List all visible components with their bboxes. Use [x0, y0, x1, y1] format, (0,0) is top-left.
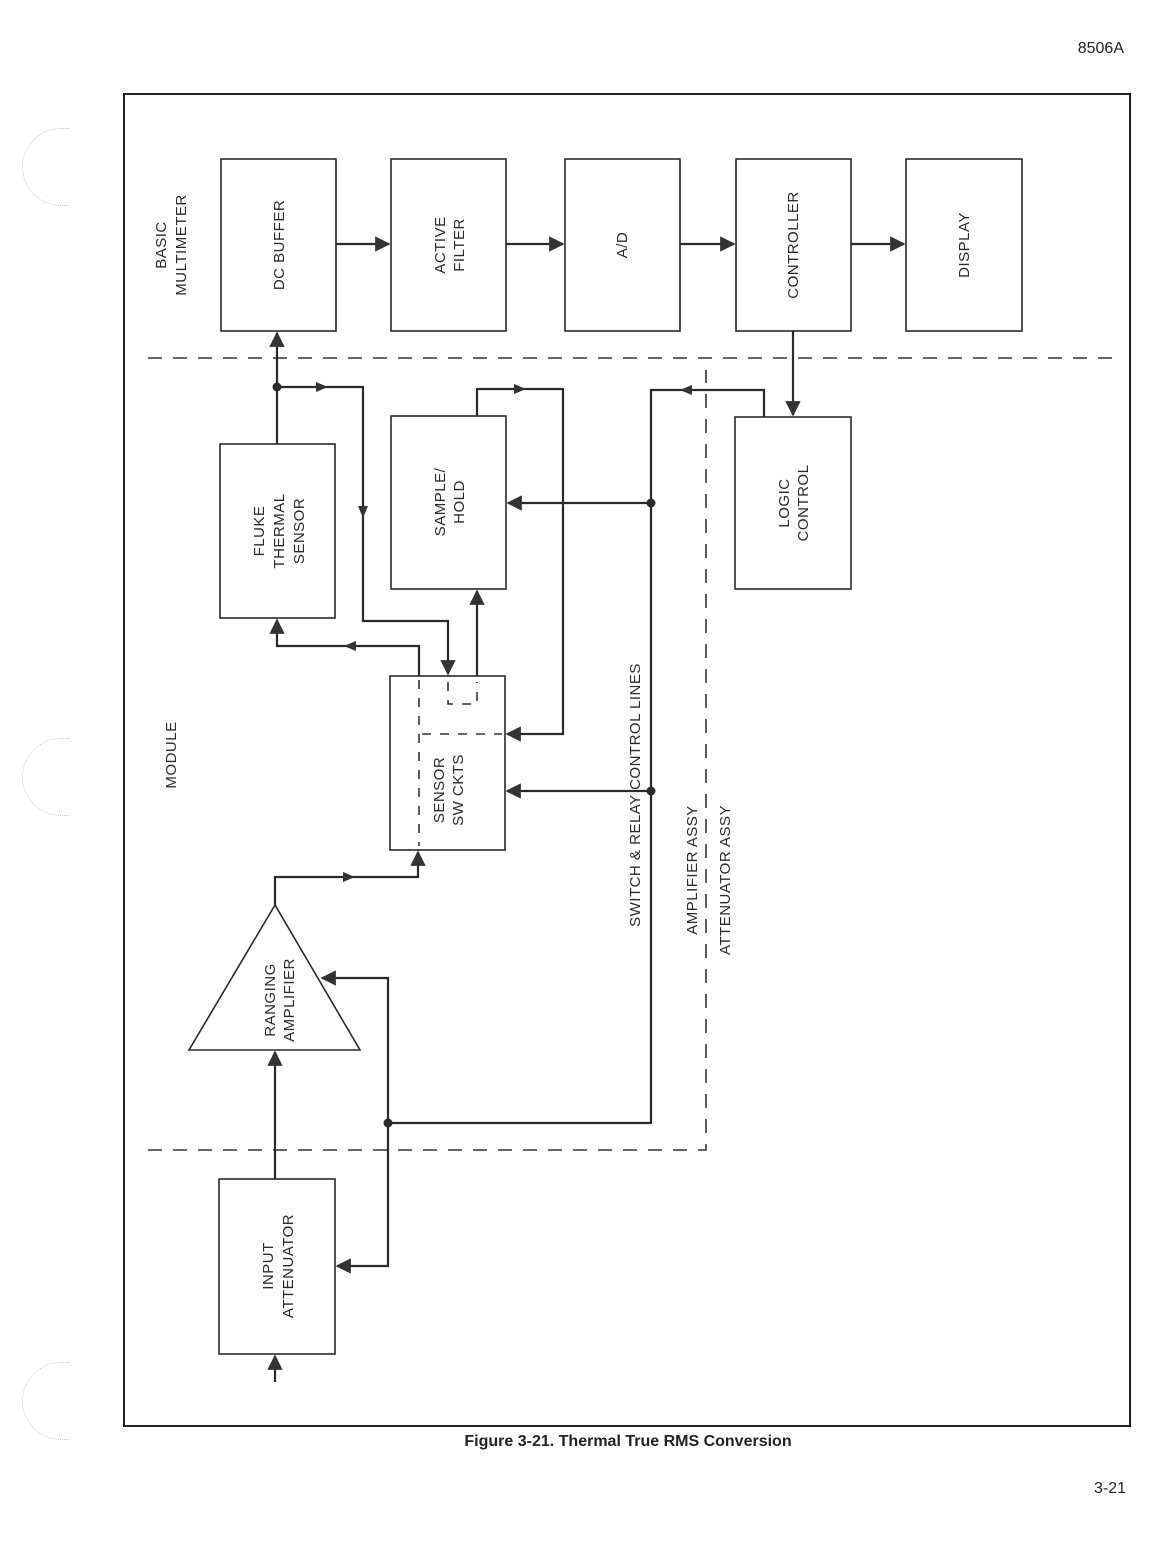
- sample-hold-block: SAMPLE/ HOLD: [390, 415, 507, 590]
- attenuator-assy-label: ATTENUATOR ASSY: [717, 805, 734, 955]
- ranging-amplifier-block: RANGING AMPLIFIER: [187, 903, 362, 1051]
- figure-caption: Figure 3-21. Thermal True RMS Conversion: [464, 1433, 792, 1450]
- controller-label: CONTROLLER: [785, 191, 802, 299]
- input-attenuator-block: INPUT ATTENUATOR: [218, 1178, 336, 1355]
- arrowhead: [344, 641, 356, 651]
- active-filter-label-2: FILTER: [451, 218, 468, 272]
- sample-hold-label-1: SAMPLE/: [432, 467, 449, 536]
- amplifier-attenuator-boundary: [148, 370, 707, 1151]
- sensor-sw-ckts-label-2: SW CKTS: [450, 754, 467, 826]
- document-model-number: 8506A: [1077, 40, 1124, 57]
- input-attenuator-label-1: INPUT: [260, 1242, 277, 1290]
- ranging-amplifier-label-1: RANGING: [262, 963, 279, 1037]
- sensor-sw-ckts-label-1: SENSOR: [431, 757, 448, 823]
- arrowhead: [343, 872, 355, 882]
- thermal-sensor-label-3: SENSOR: [291, 498, 308, 564]
- logic-control-block: LOGIC CONTROL: [734, 416, 852, 590]
- wire-samplehold-to-swckts: [475, 387, 565, 742]
- wire-bus-to-ranging-amp: [320, 970, 390, 1123]
- thermal-sensor-label-1: FLUKE: [251, 506, 268, 557]
- dc-buffer-block: DC BUFFER: [220, 158, 337, 332]
- module-label: MODULE: [163, 721, 180, 788]
- active-filter-block: ACTIVE FILTER: [390, 158, 507, 332]
- ad-converter-block: A/D: [564, 158, 681, 332]
- thermal-sensor-block: FLUKE THERMAL SENSOR: [219, 443, 336, 619]
- arrowhead: [514, 384, 526, 394]
- amplifier-assy-label: AMPLIFIER ASSY: [684, 805, 701, 935]
- dc-buffer-label: DC BUFFER: [271, 200, 288, 290]
- wire-swckts-to-sensor: [269, 618, 421, 676]
- wire-bus-to-attenuator: [335, 1123, 390, 1274]
- arrowhead: [358, 506, 368, 518]
- wire-sensor-to-swckts: [277, 385, 456, 676]
- thermal-sensor-label-2: THERMAL: [271, 493, 288, 568]
- arrowhead: [316, 382, 328, 392]
- basic-multimeter-label-2: MULTIMETER: [173, 194, 190, 295]
- controller-block: CONTROLLER: [735, 158, 852, 332]
- input-attenuator-label-2: ATTENUATOR: [280, 1214, 297, 1318]
- wire-control-bus: [388, 388, 766, 1125]
- control-lines-label: SWITCH & RELAY CONTROL LINES: [627, 663, 644, 927]
- sensor-sw-ckts-block: SENSOR SW CKTS: [389, 675, 506, 851]
- logic-control-label-2: CONTROL: [795, 465, 812, 542]
- display-block: DISPLAY: [905, 158, 1023, 332]
- basic-multimeter-label-1: BASIC: [153, 221, 170, 269]
- junction-node: [646, 786, 656, 796]
- junction-node: [646, 498, 656, 508]
- arrowhead: [680, 385, 692, 395]
- page-number: 3-21: [1093, 1480, 1126, 1497]
- ranging-amplifier-label-2: AMPLIFIER: [281, 958, 298, 1042]
- ad-label: A/D: [614, 232, 631, 259]
- figure-frame: [123, 93, 1131, 1427]
- logic-control-label-1: LOGIC: [776, 478, 793, 527]
- active-filter-label-1: ACTIVE: [432, 216, 449, 273]
- sample-hold-label-2: HOLD: [451, 480, 468, 524]
- display-label: DISPLAY: [956, 212, 973, 278]
